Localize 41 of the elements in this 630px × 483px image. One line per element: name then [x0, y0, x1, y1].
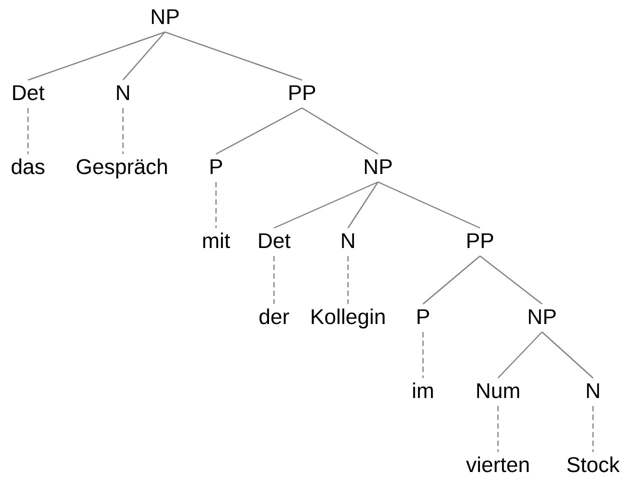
dashed-line — [215, 182, 217, 228]
dashed-line — [592, 406, 594, 452]
tree-label: Stock — [567, 456, 620, 472]
tree-label: N — [117, 85, 129, 100]
tree-label: mit — [203, 232, 230, 248]
tree-label: N — [342, 233, 354, 248]
tree-label: das — [12, 158, 44, 174]
branch-line — [164, 31, 302, 81]
branch-line — [122, 32, 166, 80]
tree-label: Det — [259, 233, 290, 248]
tree-label: PP — [468, 233, 494, 248]
tree-label: P — [418, 309, 429, 324]
branch-line — [480, 256, 542, 304]
tree-label: im — [413, 382, 433, 398]
branch-line — [542, 332, 594, 378]
branch-line — [348, 182, 379, 228]
tree-label: vierten — [466, 456, 529, 472]
dashed-line — [273, 256, 275, 304]
dashed-line — [122, 108, 124, 154]
tree-label: Num — [477, 383, 520, 398]
tree-label: NP — [364, 159, 392, 174]
branch-line — [216, 107, 302, 155]
branch-line — [498, 332, 542, 378]
branch-line — [28, 31, 166, 81]
tree-label: Gespräch — [76, 158, 167, 178]
dashed-line — [422, 332, 424, 378]
tree-label: Kollegin — [312, 308, 385, 328]
branch-line — [302, 108, 378, 155]
branch-line — [378, 181, 480, 229]
tree-label: N — [587, 383, 599, 398]
tree-label: NP — [152, 9, 179, 24]
tree-label: der — [260, 308, 290, 324]
tree-label: P — [210, 159, 222, 174]
branch-line — [274, 181, 378, 229]
tree-label: PP — [290, 85, 316, 100]
branch-line — [422, 256, 480, 304]
dashed-line — [347, 256, 349, 304]
tree-label: Det — [13, 85, 44, 100]
tree-label: NP — [528, 309, 556, 324]
dashed-line — [27, 108, 29, 154]
dashed-line — [497, 406, 499, 452]
